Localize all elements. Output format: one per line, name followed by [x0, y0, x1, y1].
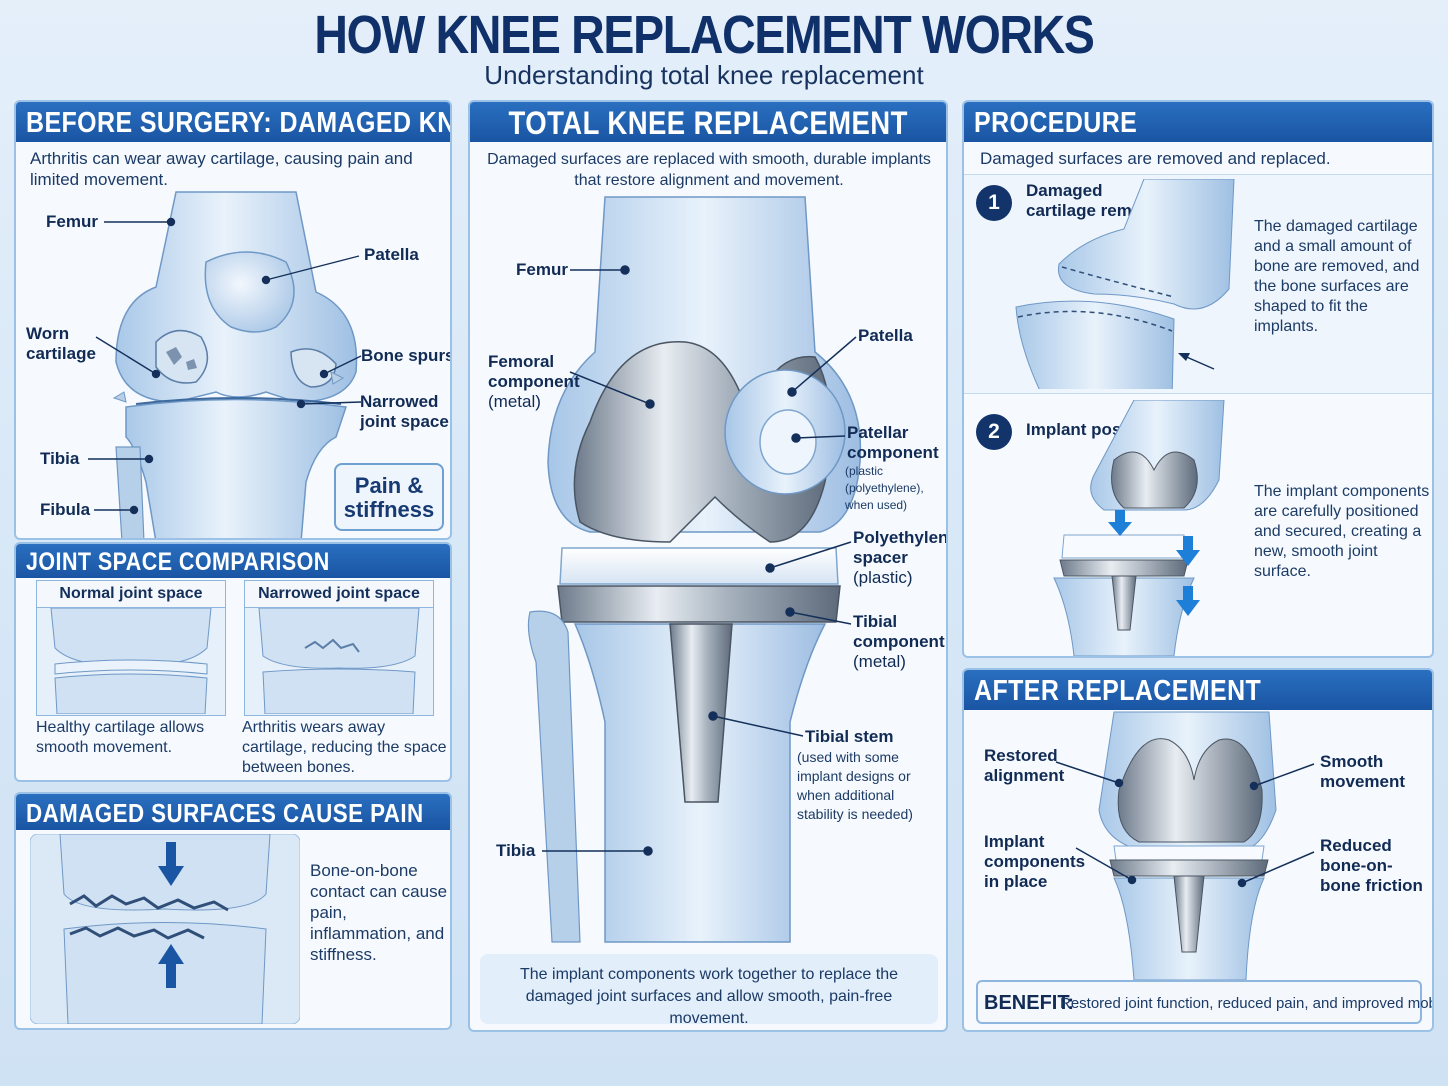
before-heading: BEFORE SURGERY: DAMAGED KNEE — [16, 102, 450, 142]
before-description: Arthritis can wear away cartilage, causi… — [30, 149, 413, 189]
label-patella: Patella — [364, 245, 419, 264]
narrowed-joint-card: Narrowed joint space — [244, 580, 434, 716]
step-1: 1 Damaged cartilage removed The damaged … — [964, 174, 1432, 394]
total-knee-panel: TOTAL KNEE REPLACEMENT Damaged surfaces … — [468, 100, 948, 1032]
step-2-illustration — [1053, 400, 1225, 656]
procedure-description: Damaged surfaces are removed and replace… — [980, 149, 1331, 168]
after-implant-illustration — [1055, 711, 1315, 981]
benefit-box: BENEFIT: Restored joint function, reduce… — [976, 980, 1432, 1024]
benefit-text: Restored joint function, reduced pain, a… — [1060, 995, 1434, 1012]
label-tibial-component: Tibial component — [853, 612, 945, 651]
narrowed-joint-illustration — [258, 607, 420, 715]
label-patella-tkr: Patella — [858, 326, 913, 345]
label-patellar-component: Patellar component — [847, 423, 939, 462]
normal-joint-title: Normal joint space — [37, 581, 225, 608]
joint-space-comparison-panel: JOINT SPACE COMPARISON Normal joint spac… — [14, 542, 452, 782]
step-1-number: 1 — [976, 185, 1012, 221]
comparison-heading: JOINT SPACE COMPARISON — [16, 544, 450, 578]
damaged-heading: DAMAGED SURFACES CAUSE PAIN — [16, 794, 450, 830]
total-description: Damaged surfaces are replaced with smoot… — [487, 151, 931, 189]
label-tibia: Tibia — [40, 449, 80, 468]
label-restored-alignment: Restored alignment — [984, 746, 1065, 785]
label-fibula: Fibula — [40, 500, 91, 519]
label-implant-components: Implant components in place — [984, 832, 1086, 891]
label-femur-tkr: Femur — [516, 260, 568, 279]
damaged-knee-illustration — [88, 191, 362, 538]
label-worn-cartilage: Worn cartilage — [26, 324, 96, 363]
benefit-label: BENEFIT: — [984, 992, 1074, 1014]
total-footer-box: The implant components work together to … — [480, 954, 938, 1027]
label-smooth-movement: Smooth movement — [1320, 752, 1406, 791]
label-femoral-component: Femoral component — [488, 352, 580, 391]
total-heading: TOTAL KNEE REPLACEMENT — [470, 102, 946, 142]
label-patellar-note: (plastic (polyethylene), when used) — [845, 464, 924, 512]
page-title: HOW KNEE REPLACEMENT WORKS — [314, 5, 1094, 65]
step-1-text: The damaged cartilage and a small amount… — [1254, 218, 1420, 335]
bone-on-bone-illustration — [30, 834, 300, 1024]
procedure-panel: PROCEDURE Damaged surfaces are removed a… — [962, 100, 1434, 658]
step-2-number: 2 — [976, 414, 1012, 450]
label-tibial-note: (metal) — [853, 652, 906, 671]
normal-joint-illustration — [50, 607, 212, 715]
label-narrowed-joint-space: Narrowed joint space — [360, 392, 449, 431]
step-1-illustration — [1015, 179, 1235, 389]
label-stem-note: (used with some implant designs or when … — [797, 749, 913, 822]
label-tibia-tkr: Tibia — [496, 841, 536, 860]
label-bone-spurs: Bone spurs — [361, 346, 452, 365]
before-surgery-panel: BEFORE SURGERY: DAMAGED KNEE Arthritis c… — [14, 100, 452, 540]
label-femur: Femur — [46, 212, 98, 231]
after-replacement-panel: AFTER REPLACEMENT Restored alignment Smo… — [962, 668, 1434, 1032]
damaged-surfaces-panel: DAMAGED SURFACES CAUSE PAIN Bone-on-bone… — [14, 792, 452, 1030]
label-polyethylene-spacer: Polyethylene spacer — [853, 528, 948, 567]
normal-joint-caption: Healthy cartilage allows smooth movement… — [36, 719, 205, 756]
damaged-text: Bone-on-bone contact can cause pain, inf… — [310, 861, 448, 964]
label-femoral-note: (metal) — [488, 392, 541, 411]
after-heading: AFTER REPLACEMENT — [964, 670, 1432, 710]
label-tibial-stem: Tibial stem — [805, 727, 894, 746]
step-2: 2 Implant positioned The implant compone… — [964, 400, 1432, 656]
step-2-text: The implant components are carefully pos… — [1254, 483, 1430, 580]
procedure-heading: PROCEDURE — [964, 102, 1432, 142]
label-reduced-friction: Reduced bone-on-bone friction — [1320, 836, 1423, 895]
narrowed-joint-title: Narrowed joint space — [245, 581, 433, 608]
knee-implant-illustration — [527, 196, 862, 943]
label-spacer-note: (plastic) — [853, 568, 913, 587]
normal-joint-card: Normal joint space — [36, 580, 226, 716]
page-subtitle: Understanding total knee replacement — [484, 60, 924, 90]
narrowed-joint-caption: Arthritis wears away cartilage, reducing… — [242, 719, 447, 776]
pain-stiffness-callout: Pain & stiffness — [334, 463, 444, 531]
